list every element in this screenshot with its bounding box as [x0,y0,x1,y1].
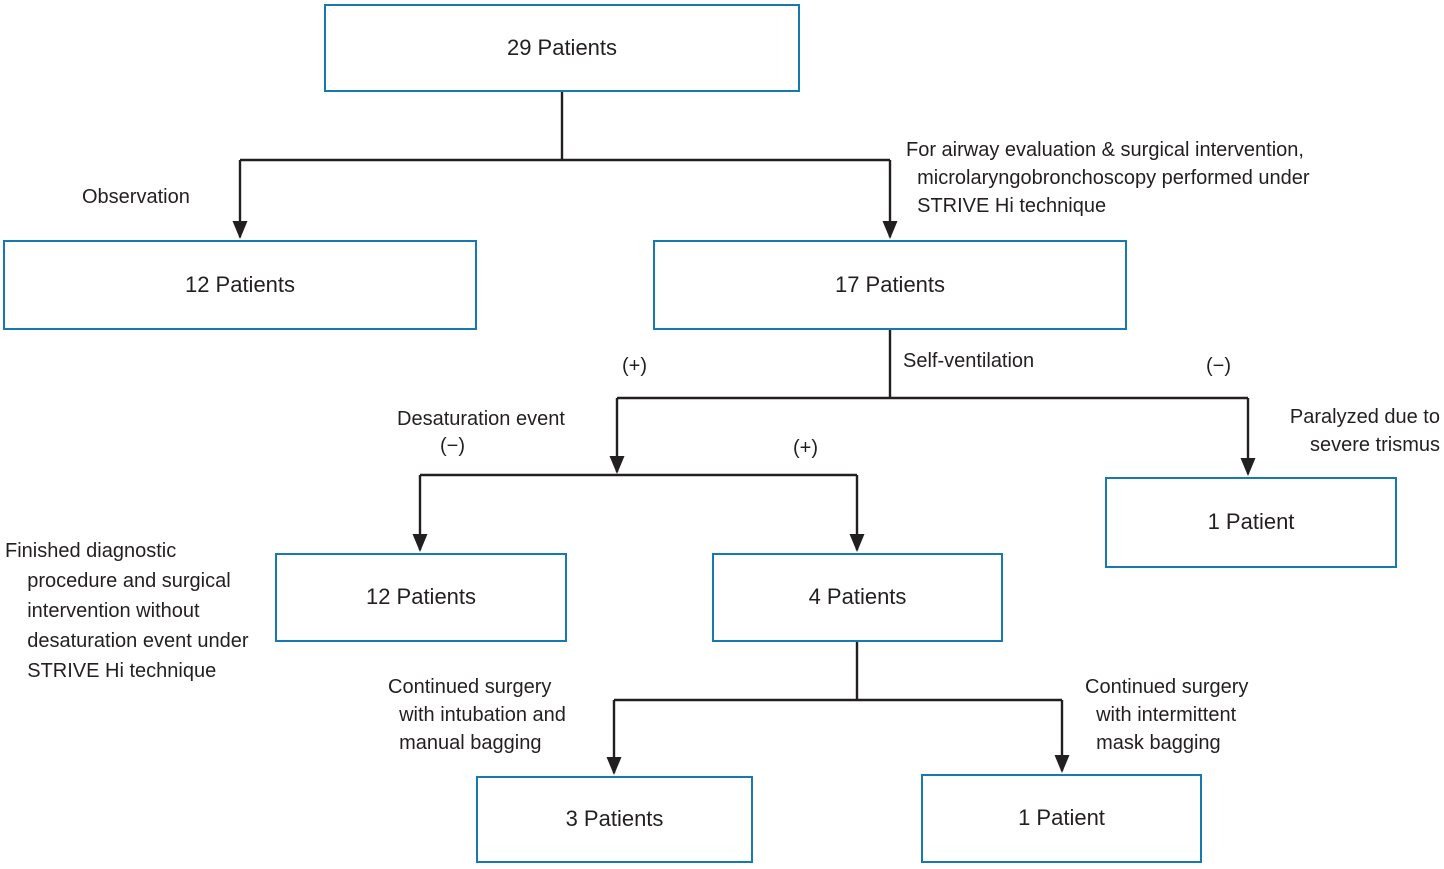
note-continued-mask: Continued surgery with intermittent mask… [1085,676,1249,754]
note-paralyzed-trismus: Paralyzed due to severe trismus [1289,406,1440,456]
note-continued-intubation: Continued surgery with intubation and ma… [388,676,566,754]
box-observation-patients: 12 Patients [3,240,477,330]
label-desaturation-positive: (+) [793,437,818,459]
label-self-vent-negative: (−) [1206,355,1231,377]
label-self-vent-positive: (+) [622,355,647,377]
label-self-ventilation: Self-ventilation [903,350,1035,372]
box-desaturation-patients: 4 Patients [712,553,1003,642]
label-desaturation-negative: (−) [440,435,465,457]
box-total-patients: 29 Patients [324,4,800,92]
box-no-desaturation-patients: 12 Patients [275,553,567,642]
label-observation: Observation [82,186,190,208]
box-intubation-patients: 3 Patients [476,776,753,863]
arrowheads [232,221,1256,775]
box-paralyzed-patient: 1 Patient [1105,477,1397,568]
box-strive-patients: 17 Patients [653,240,1127,330]
note-strive-technique: For airway evaluation & surgical interve… [906,139,1310,217]
box-mask-patient: 1 Patient [921,774,1202,863]
note-finished-procedure: Finished diagnostic procedure and surgic… [5,540,249,682]
label-desaturation-event: Desaturation event [397,408,565,430]
